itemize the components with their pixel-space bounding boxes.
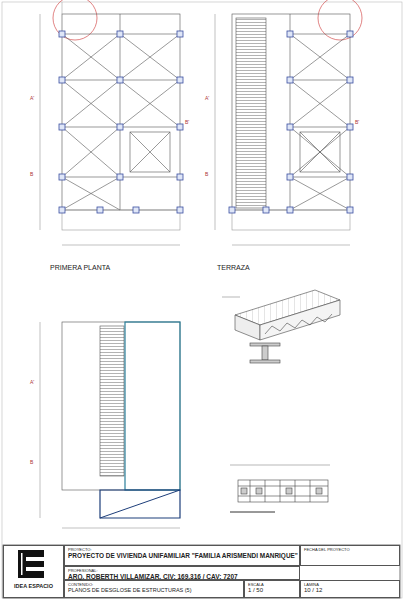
title-block-cell: ESCALA1 / 50	[244, 580, 300, 598]
primera-planta-plan	[40, 0, 180, 245]
axis-label: B'	[185, 120, 189, 126]
title-block-cell: IDEA ESPACIO	[3, 545, 64, 598]
cell-heading: LAMINA	[304, 583, 396, 588]
cell-heading: PROYECTO:	[68, 548, 296, 553]
lower-plan	[40, 322, 180, 528]
cell-value: 10 / 12	[304, 587, 396, 594]
view-title: PRIMERA PLANTA	[50, 264, 110, 272]
title-block-cell: CONTENIDO:PLANOS DE DESGLOSE DE ESTRUCTU…	[64, 580, 244, 598]
title-block-cell: FECHA DEL PROYECTO	[300, 545, 400, 566]
axis-label: B'	[355, 120, 359, 126]
cell-value: PROYECTO DE VIVIENDA UNIFAMILIAR "FAMILI…	[68, 552, 296, 559]
cell-value: 1 / 50	[248, 587, 296, 594]
axis-label: B	[30, 460, 33, 466]
title-block-cell: PROFESIONAL:ARQ. ROBERTH VILLAMIZAR. CIV…	[64, 566, 300, 580]
steel-deck-detail	[222, 290, 340, 363]
terraza-plan	[215, 0, 362, 245]
axis-label: B	[30, 172, 33, 178]
title-block-cell: PROYECTO:PROYECTO DE VIVIENDA UNIFAMILIA…	[64, 545, 300, 566]
cell-heading: ESCALA	[248, 583, 296, 588]
axis-label: A'	[30, 96, 34, 102]
title-block-cell: LAMINA10 / 12	[300, 580, 400, 598]
cell-heading: IDEA ESPACIO	[7, 583, 60, 589]
cell-value: PLANOS DE DESGLOSE DE ESTRUCTURAS (5)	[68, 587, 240, 593]
cell-heading: CONTENIDO:	[68, 583, 240, 588]
view-title: TERRAZA	[217, 264, 250, 272]
cell-heading: PROFESIONAL:	[68, 569, 296, 574]
logo-mark	[18, 550, 44, 578]
axis-label: B	[205, 172, 208, 178]
axis-label: A'	[30, 380, 34, 386]
slab-section-detail	[230, 465, 330, 512]
axis-label: A'	[205, 96, 209, 102]
title-block-frame	[3, 545, 400, 598]
cell-heading: FECHA DEL PROYECTO	[304, 548, 396, 553]
